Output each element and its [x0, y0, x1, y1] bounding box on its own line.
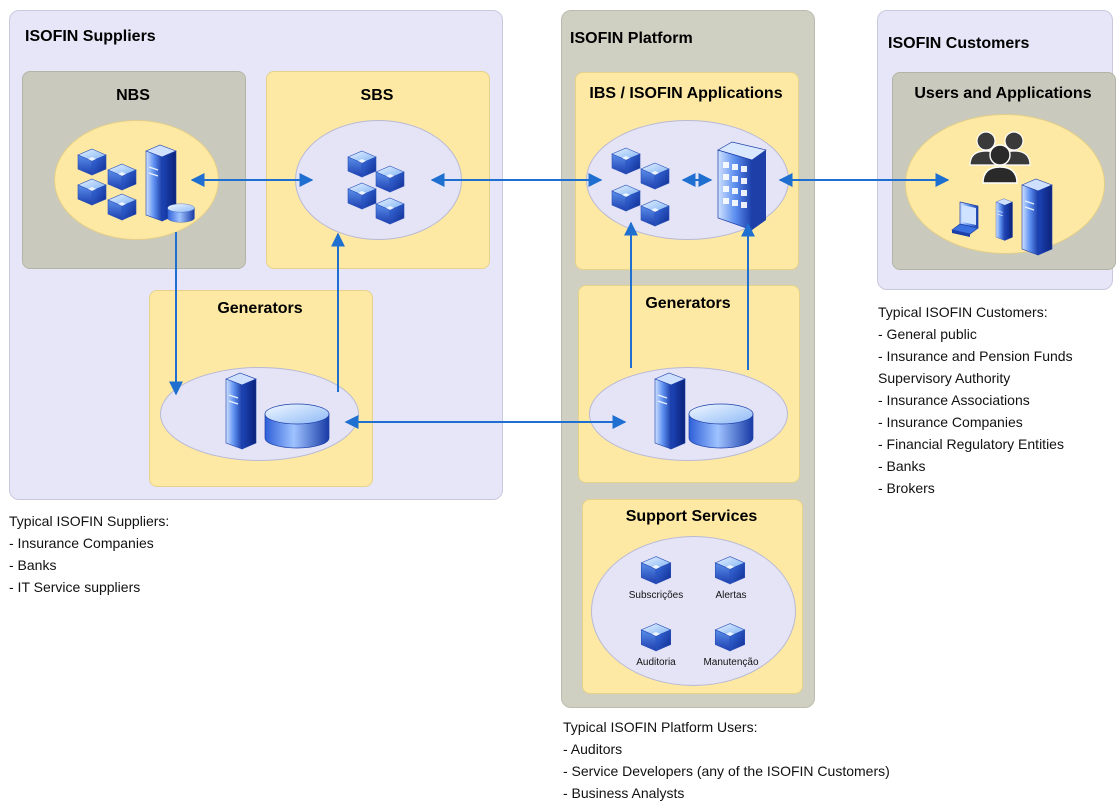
service-cube-icon — [714, 556, 746, 585]
application-grid-icon — [717, 141, 767, 231]
service-cube-icon — [640, 623, 672, 652]
nbs-title: NBS — [116, 87, 150, 104]
platform-note-item: - Business Analysts — [563, 785, 685, 801]
service-label-manutencao: Manutenção — [703, 657, 759, 668]
supplier-generators-server-icon — [225, 372, 257, 450]
customers-note-heading: Typical ISOFIN Customers: — [878, 304, 1048, 320]
customers-title: ISOFIN Customers — [888, 35, 1030, 52]
laptop-icon — [951, 201, 979, 237]
platform-generators-title: Generators — [645, 295, 731, 312]
platform-note-item: - Service Developers (any of the ISOFIN … — [563, 763, 890, 779]
customers-note-item: - Insurance and Pension Funds — [878, 348, 1073, 364]
service-cube-icon — [640, 556, 672, 585]
platform-generators-database-icon — [688, 403, 754, 449]
customers-note-item: - Insurance Companies — [878, 414, 1023, 430]
nbs-cube-cluster-icon — [77, 148, 137, 221]
customers-note: Typical ISOFIN Customers: - General publ… — [878, 301, 1073, 499]
sbs-cube-cluster-icon — [347, 150, 405, 225]
customer-server-small-icon — [995, 198, 1013, 241]
support-services-title: Support Services — [625, 508, 758, 525]
service-cube-icon — [714, 623, 746, 652]
suppliers-title: ISOFIN Suppliers — [25, 28, 156, 45]
platform-note-item: - Auditors — [563, 741, 623, 757]
ibs-cube-cluster-icon — [611, 147, 670, 227]
suppliers-note-item: - Insurance Companies — [9, 535, 154, 551]
platform-generators-server-icon — [654, 372, 686, 450]
sbs-title: SBS — [360, 87, 394, 104]
supplier-generators-database-icon — [264, 403, 330, 449]
users-applications-title: Users and Applications — [914, 85, 1092, 102]
nbs-database-icon — [167, 203, 195, 223]
service-label-subscricoes: Subscrições — [628, 590, 684, 601]
supplier-generators-title: Generators — [217, 300, 303, 317]
customers-note-item: - Financial Regulatory Entities — [878, 436, 1064, 452]
suppliers-note: Typical ISOFIN Suppliers: - Insurance Co… — [9, 510, 169, 598]
suppliers-note-item: - IT Service suppliers — [9, 579, 141, 595]
customers-note-item: - Insurance Associations — [878, 392, 1030, 408]
platform-generators-ellipse — [589, 367, 788, 461]
suppliers-note-item: - Banks — [9, 557, 57, 573]
support-services-ellipse — [591, 536, 796, 686]
customer-server-large-icon — [1021, 178, 1053, 256]
platform-note-heading: Typical ISOFIN Platform Users: — [563, 719, 758, 735]
ibs-title: IBS / ISOFIN Applications — [589, 85, 783, 102]
platform-note: Typical ISOFIN Platform Users: - Auditor… — [563, 716, 890, 804]
platform-title: ISOFIN Platform — [570, 30, 693, 47]
customers-note-item: Supervisory Authority — [878, 370, 1011, 386]
customers-note-item: - General public — [878, 326, 977, 342]
customers-note-item: - Banks — [878, 458, 926, 474]
service-label-auditoria: Auditoria — [636, 657, 676, 668]
connection-arrows — [169, 173, 950, 429]
users-icon — [969, 131, 1031, 184]
customers-note-item: - Brokers — [878, 480, 935, 496]
suppliers-note-heading: Typical ISOFIN Suppliers: — [9, 513, 170, 529]
service-label-alertas: Alertas — [715, 590, 747, 601]
